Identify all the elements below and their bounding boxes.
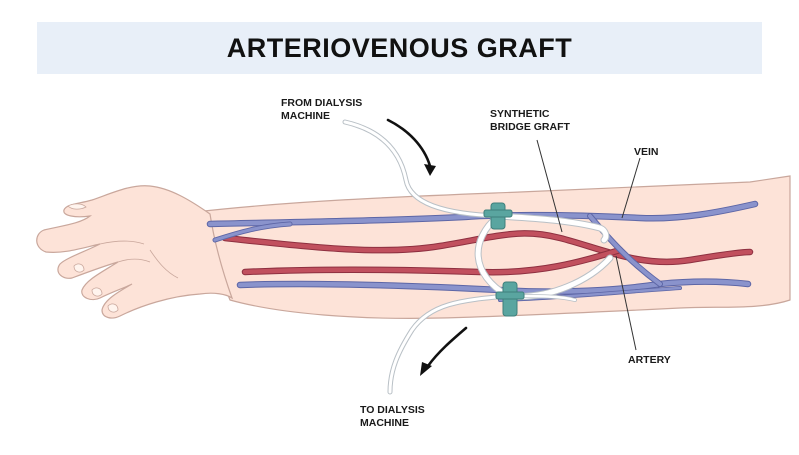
label-from-dialysis: FROM DIALYSIS MACHINE <box>281 97 363 122</box>
graft-upper <box>495 213 609 243</box>
leader-lines <box>536 139 641 351</box>
diagram-title: ARTERIOVENOUS GRAFT <box>226 32 573 63</box>
label-to-dialysis: TO DIALYSIS MACHINE <box>360 404 425 429</box>
finger-nail <box>73 263 85 273</box>
tube-to-machine <box>388 294 510 394</box>
palm-crease <box>149 249 179 279</box>
label-artery: ARTERY <box>628 354 671 366</box>
vein-cross <box>588 214 662 286</box>
leader-graft <box>536 139 563 233</box>
knuckle-crease <box>99 240 145 245</box>
hand-skin <box>36 185 234 319</box>
flow-arrows <box>386 118 468 376</box>
vein-branch <box>213 222 292 242</box>
artery-upper <box>222 231 753 265</box>
finger-nail <box>107 303 119 313</box>
arrow-into-arm <box>386 118 432 168</box>
label-vein: VEIN <box>634 146 659 158</box>
upper-clamp-bar <box>483 209 513 218</box>
needle-clamps <box>483 202 525 317</box>
tube-from-machine <box>343 120 502 218</box>
title-banner: ARTERIOVENOUS GRAFT <box>37 22 762 74</box>
knuckle-crease <box>117 258 151 263</box>
leader-vein <box>621 157 641 219</box>
artery-lower <box>242 247 623 275</box>
finger-nail <box>91 287 103 297</box>
arrow-out-of-arm <box>426 326 468 368</box>
thumb-nail <box>67 203 87 210</box>
arteries <box>221 230 754 276</box>
label-synthetic-graft: SYNTHETIC BRIDGE GRAFT <box>490 108 570 133</box>
arrow-out-of-arm-head <box>420 362 432 376</box>
lower-clamp-bar <box>495 291 525 300</box>
arrow-into-arm-head <box>424 164 436 176</box>
leader-artery <box>615 255 637 351</box>
